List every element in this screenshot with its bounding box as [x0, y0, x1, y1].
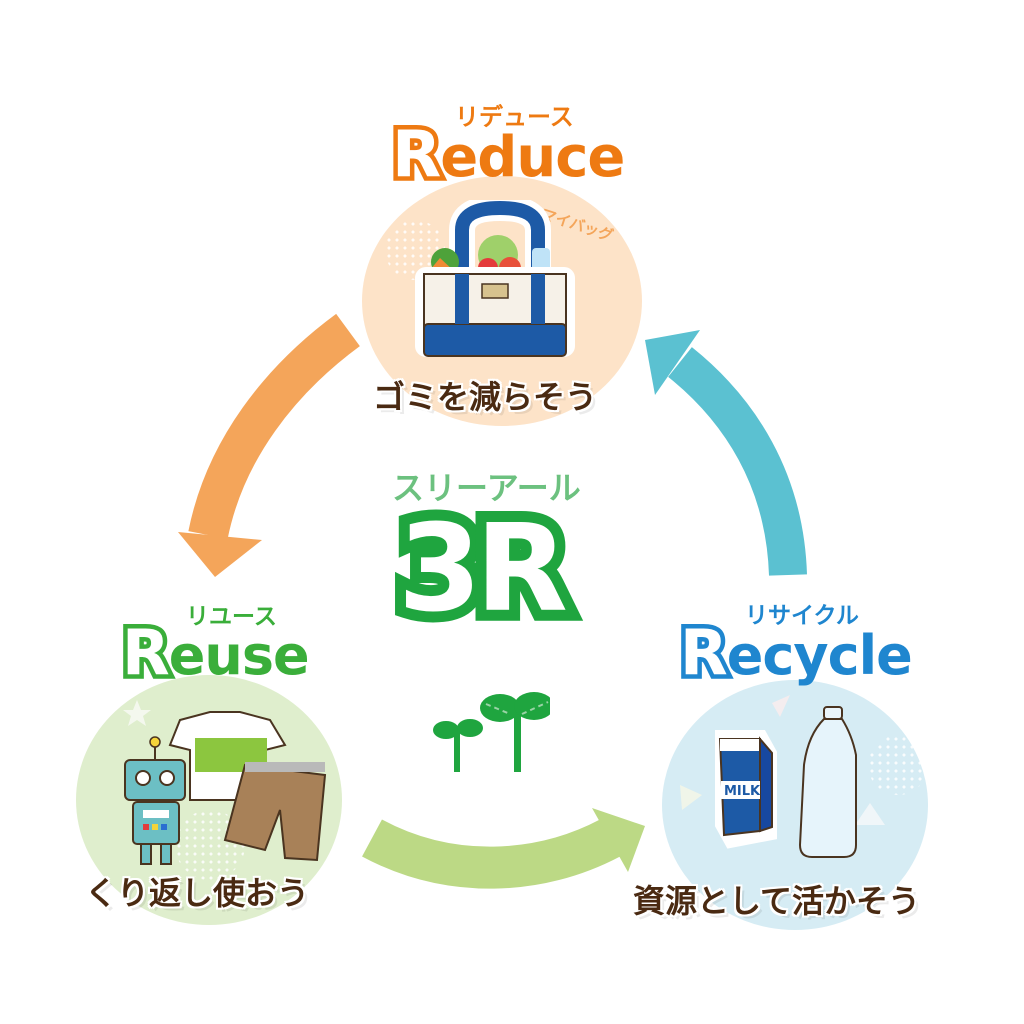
recycle-caption: 資源として活かそう	[633, 882, 921, 920]
reduce-title: Reduce	[387, 114, 625, 197]
recycle-circle	[662, 680, 928, 930]
reduce-rest: educe	[440, 125, 625, 190]
arrow-recycle-to-reduce	[645, 330, 807, 576]
reuse-rest: euse	[168, 624, 310, 687]
tote-bag-icon	[415, 200, 575, 357]
robot-and-clothes-icon	[123, 700, 327, 865]
milk-carton-and-bottle-icon: MILK	[680, 695, 885, 858]
center-title: 3R	[387, 489, 579, 650]
arrow-reduce-to-reuse	[178, 313, 360, 577]
recycle-title: Recycle	[676, 612, 913, 694]
reduce-caption: ゴミを減らそう	[373, 378, 598, 416]
reduce-reading: リデュース	[455, 103, 574, 131]
milk-label: MILK	[724, 784, 761, 799]
dot-pattern	[868, 735, 928, 795]
recycle-reading: リサイクル	[745, 603, 859, 629]
arrow-reuse-to-recycle	[362, 808, 645, 889]
center-reading: スリーアール	[392, 469, 581, 507]
milk-carton-icon: MILK	[715, 730, 777, 849]
reuse-reading: リユース	[186, 604, 277, 630]
reuse-initial: R	[118, 612, 175, 694]
reduce-initial: R	[387, 114, 445, 197]
plastic-bottle-icon	[798, 706, 857, 858]
sprout-icon	[433, 692, 550, 772]
reuse-title: Reuse	[118, 612, 310, 694]
recycle-initial: R	[676, 612, 733, 694]
reuse-caption: くり返し使おう	[85, 874, 310, 912]
recycle-rest: ecycle	[726, 624, 913, 687]
